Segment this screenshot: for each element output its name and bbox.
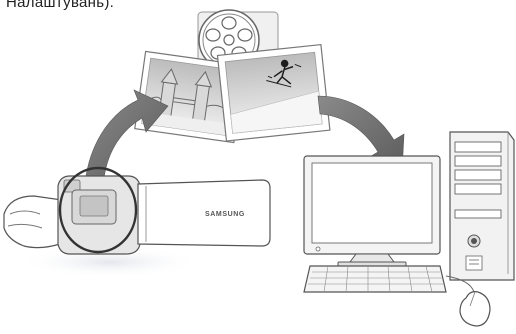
caption-fragment: Налаштувань). (6, 0, 114, 11)
monitor (304, 156, 440, 266)
mouse (460, 292, 490, 326)
photo-skier-icon (217, 45, 329, 141)
tower (450, 132, 514, 280)
arrow-icon (86, 90, 168, 178)
camcorder-icon (4, 168, 270, 278)
keyboard (304, 266, 446, 292)
camcorder-brand-label: SAMSUNG (205, 211, 245, 218)
desktop-computer-icon (304, 132, 514, 326)
